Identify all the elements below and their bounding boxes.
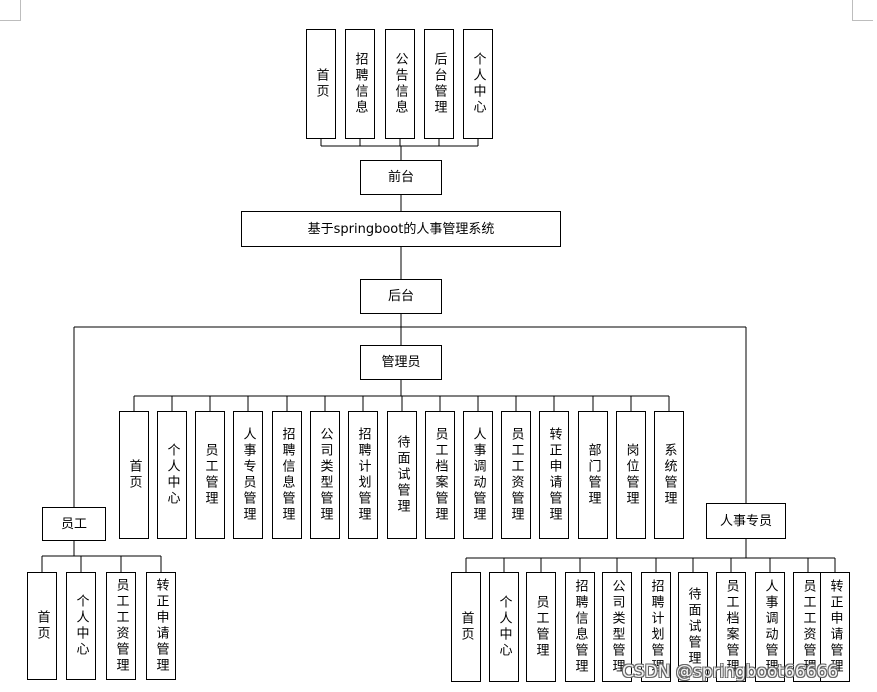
- admin-module-7-label: 待面试管理: [394, 435, 410, 515]
- root-node: 基于springboot的人事管理系统: [241, 211, 561, 247]
- employee-module-0: 首页: [27, 572, 57, 680]
- employee-module-3: 转正申请管理: [146, 572, 176, 680]
- back-node-label: 后台: [387, 289, 414, 304]
- front-module-1: 招聘信息: [345, 29, 375, 139]
- hr-module-1-label: 个人中心: [496, 595, 512, 659]
- root-node-label: 基于springboot的人事管理系统: [307, 221, 495, 237]
- admin-module-9-label: 人事调动管理: [470, 427, 486, 523]
- hr-module-10-label: 转正申请管理: [827, 579, 843, 675]
- admin-module-12: 部门管理: [578, 411, 608, 539]
- employee-module-1-label: 个人中心: [73, 594, 89, 658]
- admin-module-1-label: 个人中心: [164, 443, 180, 507]
- hr-module-7: 员工档案管理: [716, 572, 746, 682]
- front-module-4: 个人中心: [463, 29, 493, 139]
- hr-module-0: 首页: [451, 572, 481, 682]
- admin-module-13-label: 岗位管理: [623, 443, 639, 507]
- admin-module-2: 员工管理: [195, 411, 225, 539]
- front-module-1-label: 招聘信息: [352, 52, 368, 116]
- hr-node-label: 人事专员: [719, 513, 772, 529]
- employee-module-0-label: 首页: [34, 610, 50, 642]
- watermark: CSDN @springboot66666: [622, 662, 839, 682]
- employee-node: 员工: [42, 507, 106, 541]
- admin-module-11-label: 转正申请管理: [546, 427, 562, 523]
- admin-module-4-label: 招聘信息管理: [279, 427, 295, 523]
- hr-module-5: 招聘计划管理: [641, 572, 671, 682]
- front-module-4-label: 个人中心: [470, 52, 486, 116]
- admin-module-1: 个人中心: [157, 411, 187, 539]
- hr-module-5-label: 招聘计划管理: [648, 579, 664, 675]
- employee-module-2-label: 员工工资管理: [113, 578, 129, 674]
- hr-module-6-label: 待面试管理: [685, 587, 701, 667]
- admin-module-4: 招聘信息管理: [272, 411, 302, 539]
- employee-node-label: 员工: [60, 516, 87, 532]
- admin-module-3: 人事专员管理: [233, 411, 263, 539]
- hr-module-6: 待面试管理: [678, 572, 708, 682]
- admin-module-14: 系统管理: [654, 411, 684, 539]
- hr-node: 人事专员: [706, 503, 786, 539]
- admin-module-12-label: 部门管理: [585, 443, 601, 507]
- hr-module-3-label: 招聘信息管理: [572, 579, 588, 675]
- hr-module-8: 人事调动管理: [755, 572, 785, 682]
- admin-module-5-label: 公司类型管理: [317, 427, 333, 523]
- admin-module-13: 岗位管理: [616, 411, 646, 539]
- hr-module-10: 转正申请管理: [820, 572, 850, 682]
- admin-module-3-label: 人事专员管理: [240, 427, 256, 523]
- admin-module-0-label: 首页: [126, 459, 142, 491]
- page-corner-top-right: [852, 0, 873, 21]
- employee-module-2: 员工工资管理: [106, 572, 136, 680]
- admin-node: 管理员: [360, 345, 442, 380]
- hr-module-9-label: 员工工资管理: [800, 579, 816, 675]
- admin-module-5: 公司类型管理: [310, 411, 340, 539]
- hr-module-4: 公司类型管理: [602, 572, 632, 682]
- admin-module-8: 员工档案管理: [425, 411, 455, 539]
- admin-module-10: 员工工资管理: [501, 411, 531, 539]
- hr-module-2: 员工管理: [526, 572, 556, 682]
- front-module-3: 后台管理: [424, 29, 454, 139]
- admin-node-label: 管理员: [381, 355, 421, 370]
- hr-module-4-label: 公司类型管理: [609, 579, 625, 675]
- admin-module-10-label: 员工工资管理: [508, 427, 524, 523]
- front-module-2: 公告信息: [385, 29, 415, 139]
- admin-module-0: 首页: [119, 411, 149, 539]
- admin-module-8-label: 员工档案管理: [432, 427, 448, 523]
- front-module-3-label: 后台管理: [431, 52, 447, 116]
- front-module-0: 首页: [306, 29, 336, 139]
- hr-module-0-label: 首页: [458, 611, 474, 643]
- admin-module-6-label: 招聘计划管理: [355, 427, 371, 523]
- back-node: 后台: [360, 279, 442, 314]
- hr-module-1: 个人中心: [489, 572, 519, 682]
- admin-module-11: 转正申请管理: [539, 411, 569, 539]
- admin-module-7: 待面试管理: [387, 411, 417, 539]
- page-corner-top-left: [0, 0, 21, 21]
- admin-module-2-label: 员工管理: [202, 443, 218, 507]
- hr-module-7-label: 员工档案管理: [723, 579, 739, 675]
- employee-module-3-label: 转正申请管理: [153, 578, 169, 674]
- front-module-0-label: 首页: [313, 68, 329, 100]
- front-node-label: 前台: [387, 170, 414, 185]
- admin-module-14-label: 系统管理: [661, 443, 677, 507]
- admin-module-9: 人事调动管理: [463, 411, 493, 539]
- employee-module-1: 个人中心: [66, 572, 96, 680]
- admin-module-6: 招聘计划管理: [348, 411, 378, 539]
- front-node: 前台: [360, 160, 442, 195]
- hr-module-2-label: 员工管理: [533, 595, 549, 659]
- front-module-2-label: 公告信息: [392, 52, 408, 116]
- hr-module-3: 招聘信息管理: [565, 572, 595, 682]
- hr-module-8-label: 人事调动管理: [762, 579, 778, 675]
